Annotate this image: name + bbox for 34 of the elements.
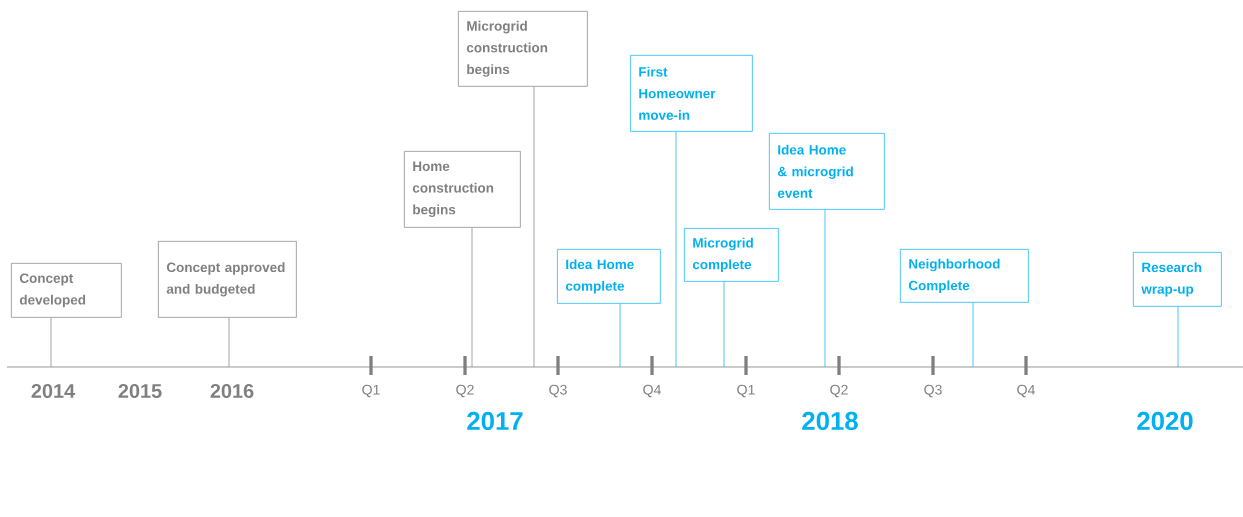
leader-line (471, 227, 473, 368)
event-box: Microgrid construction begins (458, 11, 588, 87)
event-box: Neighborhood Complete (900, 249, 1029, 303)
axis-label: Q2 (456, 384, 474, 398)
event-box: Home construction begins (404, 151, 521, 228)
leader-line (1177, 306, 1179, 368)
event-box: Microgrid complete (684, 228, 779, 282)
leader-line (972, 302, 974, 368)
axis-label: Q3 (549, 384, 567, 398)
event-box: Concept approved and budgeted (158, 241, 297, 318)
event-box: First Homeowner move-in (630, 55, 753, 132)
axis-label: Q2 (830, 384, 848, 398)
event-box: Idea Home complete (557, 249, 661, 304)
leader-line (723, 281, 725, 368)
leader-line (228, 317, 230, 368)
leader-line (675, 131, 677, 368)
axis-label: Q1 (362, 384, 380, 398)
leader-line (619, 303, 621, 368)
axis-label: 2016 (210, 383, 254, 399)
axis-label: 2014 (31, 383, 76, 399)
leader-line (824, 209, 826, 368)
axis-label: 2018 (802, 411, 858, 431)
leader-line (533, 86, 535, 368)
event-box: Idea Home & microgrid event (769, 133, 885, 210)
event-box: Concept developed (11, 263, 122, 318)
leader-line (50, 317, 52, 368)
axis-label: Q1 (737, 384, 755, 398)
event-box: Research wrap-up (1133, 252, 1222, 307)
axis-label: 2017 (467, 411, 523, 431)
axis-label: Q4 (643, 384, 661, 398)
axis-label: 2020 (1137, 411, 1193, 431)
axis-label: Q4 (1017, 384, 1035, 398)
axis-label: 2015 (118, 383, 162, 399)
axis-label: Q3 (924, 384, 942, 398)
